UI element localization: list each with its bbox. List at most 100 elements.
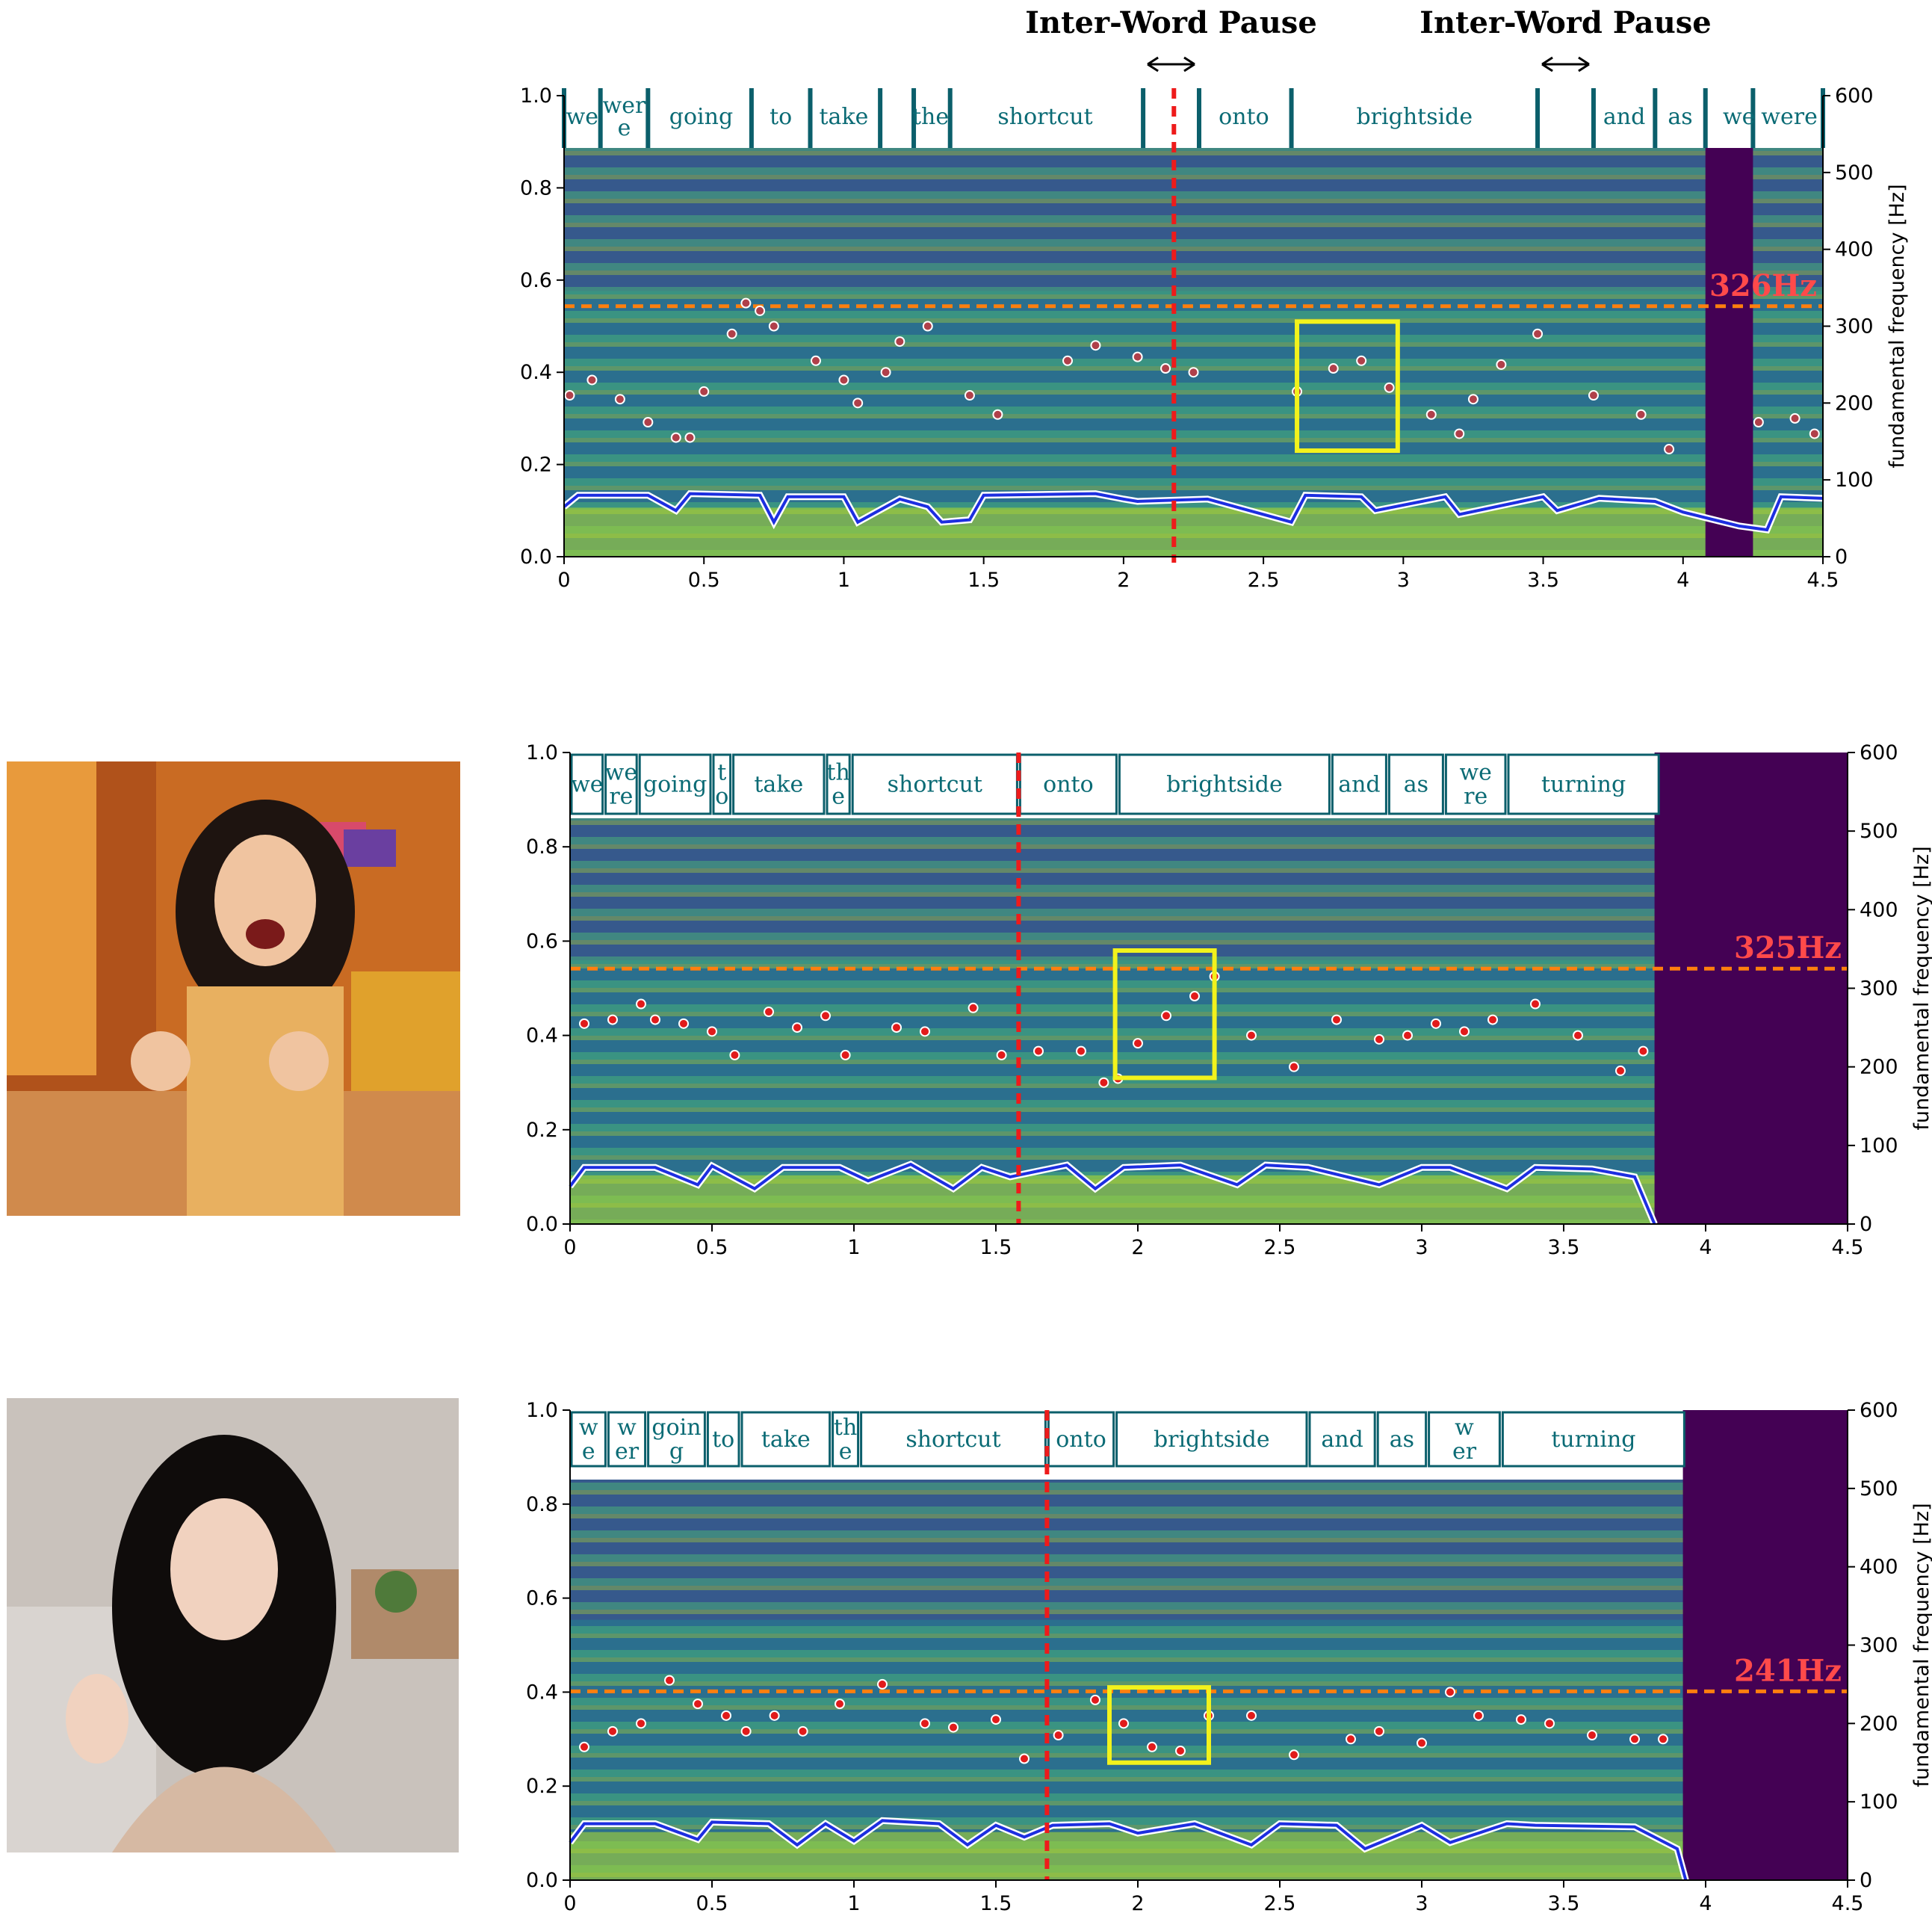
f0-point <box>1809 428 1820 439</box>
f0-point <box>1473 1710 1484 1721</box>
word-label: turning <box>1541 772 1626 798</box>
highlight-box <box>1107 1685 1211 1765</box>
f0-point <box>769 1710 780 1721</box>
f0-point <box>1530 998 1541 1010</box>
f0-point <box>1635 409 1647 420</box>
f0-point <box>877 1678 888 1690</box>
word-label: o <box>715 784 728 810</box>
word-box <box>832 1411 860 1468</box>
y-tick-label: 0.4 <box>526 1025 558 1048</box>
spectrogram-silence <box>1705 148 1753 557</box>
word-label: onto <box>1043 772 1094 798</box>
f0-point <box>707 1026 717 1037</box>
f0-point <box>1189 991 1200 1002</box>
f0-point <box>1289 1749 1299 1761</box>
x-tick-label: 1 <box>837 569 850 592</box>
energy-line <box>569 1819 1688 1881</box>
f0-point <box>664 1675 675 1686</box>
y2-tick-label: 300 <box>1860 1634 1898 1657</box>
word-label: going <box>643 772 707 798</box>
word-label: th <box>826 760 849 786</box>
x-tick-label: 2.5 <box>1248 569 1280 592</box>
f0-point <box>636 1718 646 1729</box>
word-label: e <box>832 784 845 810</box>
reference-label: 325Hz <box>1734 930 1842 965</box>
word-label: re <box>609 784 633 810</box>
y-tick-label: 0.8 <box>526 1493 558 1516</box>
y-tick-label: 0.0 <box>526 1869 558 1892</box>
word-label: shortcut <box>905 1427 1000 1453</box>
f0-point <box>740 297 752 309</box>
f0-point <box>1133 1038 1143 1049</box>
y2-tick-label: 300 <box>1835 315 1874 339</box>
excited-woman-portrait <box>7 761 460 1216</box>
pause-annotation: Inter-Word Pause <box>1419 5 1712 40</box>
word-box <box>570 1411 607 1468</box>
spectrogram-silence <box>1654 753 1848 1224</box>
y-tick-label: 0.6 <box>520 269 552 292</box>
f0-point <box>1753 417 1764 428</box>
y-tick-label: 0.4 <box>526 1681 558 1704</box>
f0-point <box>579 1741 589 1752</box>
f0-point <box>1246 1030 1257 1041</box>
f0-point <box>992 409 1003 420</box>
f0-point <box>1638 1045 1649 1057</box>
y-tick-label: 1.0 <box>520 84 552 108</box>
word-box <box>1047 1411 1115 1468</box>
f0-point <box>1532 328 1544 339</box>
word-box <box>1115 1411 1308 1468</box>
word-box <box>712 753 732 815</box>
word-label: w <box>1455 1415 1474 1441</box>
f0-point <box>678 1018 689 1029</box>
f0-point <box>1467 394 1479 405</box>
f0-point <box>1587 1730 1597 1741</box>
y2-tick-label: 600 <box>1835 84 1874 108</box>
f0-point <box>1402 1030 1413 1041</box>
f0-point <box>1487 1014 1498 1025</box>
f0-point <box>1374 1725 1384 1737</box>
spectrogram-silence <box>1682 1410 1848 1880</box>
y-tick-label: 0.0 <box>526 1213 558 1236</box>
x-tick-label: 4.5 <box>1807 569 1839 592</box>
f0-point <box>964 390 975 401</box>
f0-point <box>726 328 737 339</box>
f0-point <box>693 1699 703 1710</box>
f0-point <box>852 398 864 409</box>
y2-tick-label: 200 <box>1860 1712 1898 1735</box>
x-tick-label: 2 <box>1131 1236 1144 1259</box>
word-label: brightside <box>1356 104 1473 130</box>
word-box <box>860 1411 1047 1468</box>
word-box <box>706 1411 740 1468</box>
f0-point <box>920 1026 930 1037</box>
x-tick-label: 1.5 <box>967 569 1000 592</box>
word-label: take <box>820 104 869 130</box>
word-label: to <box>712 1427 734 1453</box>
f0-point <box>586 374 598 386</box>
f0-point <box>1118 1718 1129 1729</box>
x-tick-label: 0.5 <box>696 1892 728 1915</box>
f0-point <box>880 367 891 378</box>
f0-point <box>820 1010 831 1022</box>
f0-point <box>579 1018 589 1029</box>
f0-point <box>564 390 575 401</box>
f0-point <box>643 417 654 428</box>
f0-point <box>1573 1030 1583 1041</box>
f0-point <box>729 1049 740 1060</box>
y2-tick-label: 100 <box>1860 1134 1898 1158</box>
f0-point <box>1544 1718 1555 1729</box>
word-box <box>1501 1411 1685 1468</box>
f0-point <box>1062 355 1073 366</box>
pause-arrow-heads <box>1147 56 1195 72</box>
f0-point <box>1374 1033 1384 1045</box>
y2-tick-label: 500 <box>1860 1477 1898 1501</box>
f0-point <box>740 1725 752 1737</box>
word-box <box>1387 753 1444 815</box>
f0-point <box>1658 1734 1668 1745</box>
word-label: and <box>1321 1427 1363 1453</box>
f0-point <box>1459 1026 1470 1037</box>
highlight-box <box>1112 948 1217 1081</box>
f0-point <box>721 1710 731 1721</box>
x-tick-label: 3.5 <box>1548 1892 1580 1915</box>
word-box <box>1376 1411 1428 1468</box>
